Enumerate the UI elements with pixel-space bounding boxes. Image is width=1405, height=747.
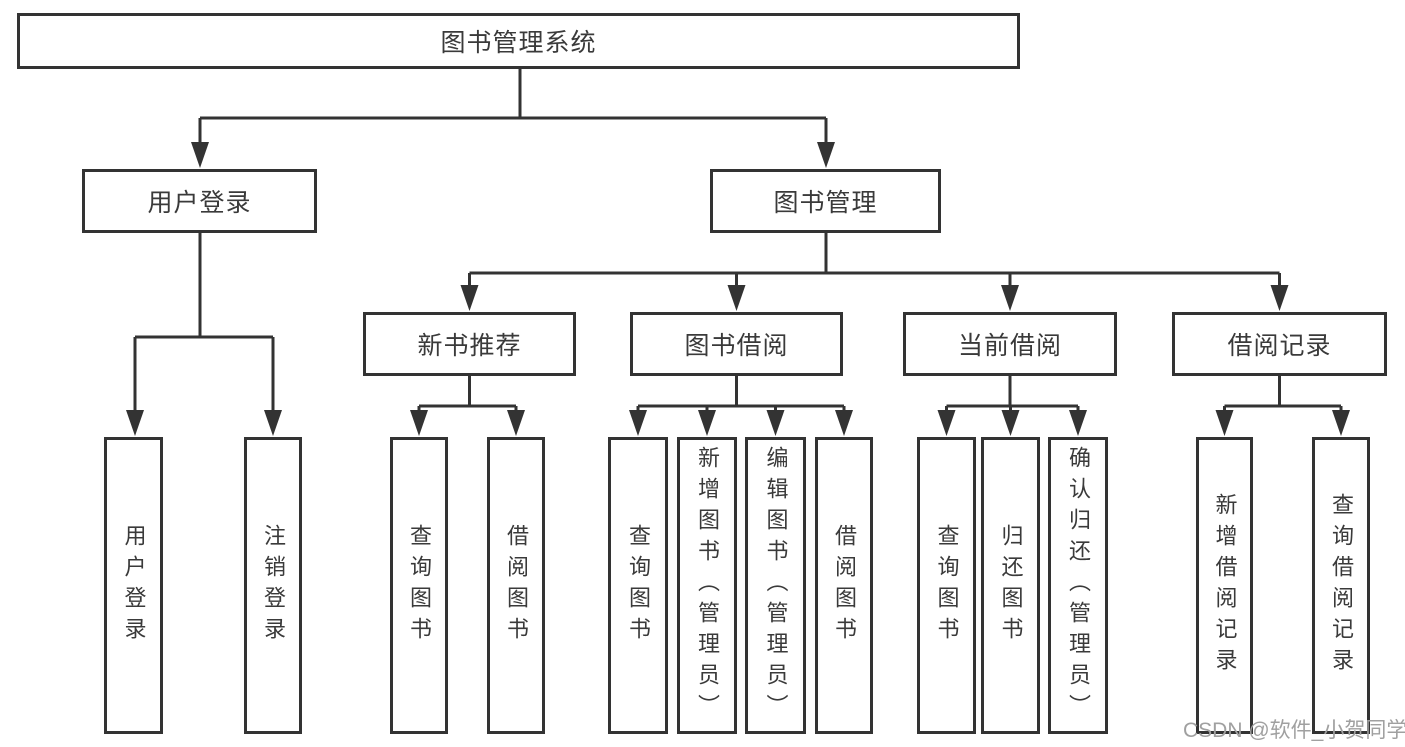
- node-new-book-recommendation: 新书推荐: [363, 312, 576, 376]
- leaf-add-borrowing-record: 新增借阅记录: [1196, 437, 1253, 734]
- node-book-management: 图书管理: [710, 169, 941, 233]
- leaf-user-login: 用户登录: [104, 437, 163, 734]
- leaf-return-books: 归还图书: [981, 437, 1040, 734]
- leaf-edit-books-admin: 编辑图书（管理员）: [745, 437, 806, 734]
- csdn-watermark: CSDN @软件_小贺同学: [1183, 719, 1405, 742]
- leaf-query-books-recommend: 查询图书: [390, 437, 448, 734]
- leaf-borrow-books: 借阅图书: [815, 437, 873, 734]
- node-user-login: 用户登录: [82, 169, 317, 233]
- node-borrowing-records: 借阅记录: [1172, 312, 1387, 376]
- node-current-borrowing: 当前借阅: [903, 312, 1117, 376]
- leaf-query-borrowing-record: 查询借阅记录: [1312, 437, 1370, 734]
- leaf-query-books-borrowing: 查询图书: [608, 437, 668, 734]
- node-book-borrowing: 图书借阅: [630, 312, 843, 376]
- leaf-borrow-books-recommend: 借阅图书: [487, 437, 545, 734]
- leaf-confirm-return-admin: 确认归还（管理员）: [1048, 437, 1108, 734]
- leaf-logout: 注销登录: [244, 437, 302, 734]
- leaf-query-books-current: 查询图书: [917, 437, 976, 734]
- leaf-add-books-admin: 新增图书（管理员）: [677, 437, 737, 734]
- node-root-system: 图书管理系统: [17, 13, 1020, 69]
